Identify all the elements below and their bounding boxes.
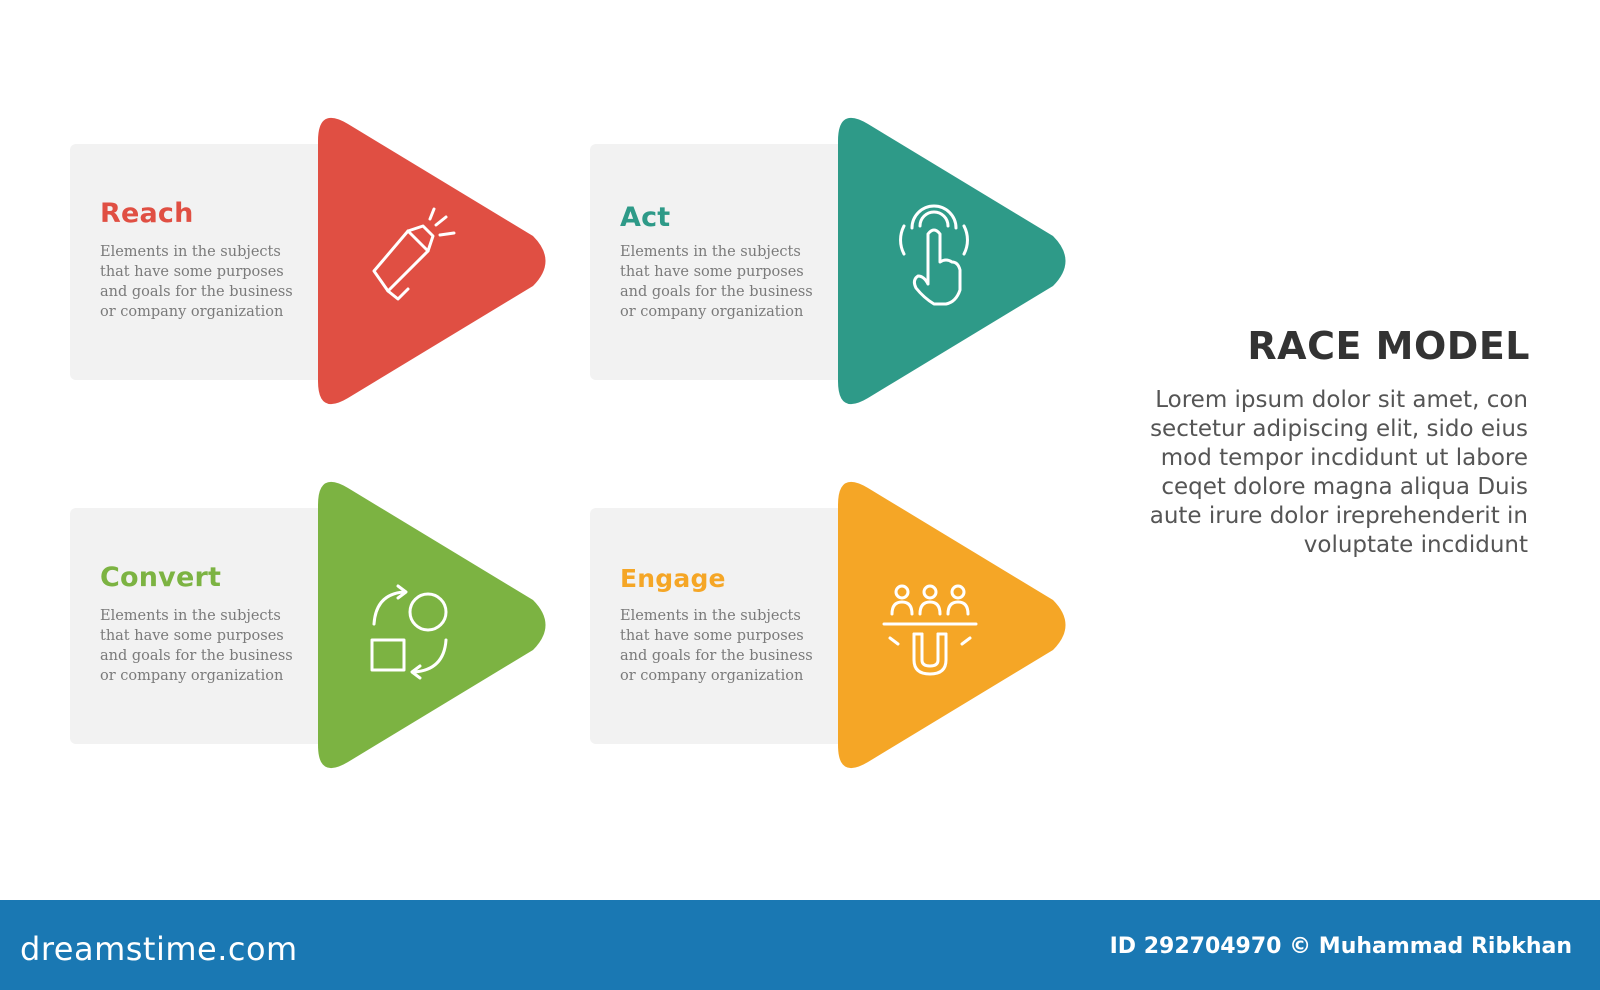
triangle-arrow [318,481,546,769]
card-engage: Engage Elements in the subjects that hav… [590,470,1070,780]
card-title: Act [620,202,671,233]
card-title: Engage [620,564,726,593]
card-description: Elements in the subjects that have some … [100,608,293,684]
card-act: Act Elements in the subjects that have s… [590,106,1070,416]
tap-hand-icon [899,204,969,306]
brand-logo: dreamstime.com [20,930,298,968]
card-reach: Reach Elements in the subjects that have… [70,106,550,416]
footer-bar: dreamstime.com ID 292704970 © Muhammad R… [0,900,1600,990]
triangle-arrow [838,117,1066,405]
triangle-arrow [318,117,546,405]
card-description: Elements in the subjects that have some … [620,244,813,320]
card-description: Elements in the subjects that have some … [620,608,813,684]
side-description: Lorem ipsum dolor sit amet, con sectetur… [1149,387,1528,558]
magnet-people-icon [882,584,978,676]
shapes-cycle-icon [370,584,448,680]
megaphone-icon [372,207,456,301]
card-title: Reach [100,198,194,229]
image-credit: ID 292704970 © Muhammad Ribkhan [1109,934,1572,959]
card-description: Elements in the subjects that have some … [100,244,293,320]
triangle-arrow [838,481,1066,769]
side-title: RACE MODEL [1247,324,1530,368]
card-title: Convert [100,562,222,593]
card-convert: Convert Elements in the subjects that ha… [70,470,550,780]
